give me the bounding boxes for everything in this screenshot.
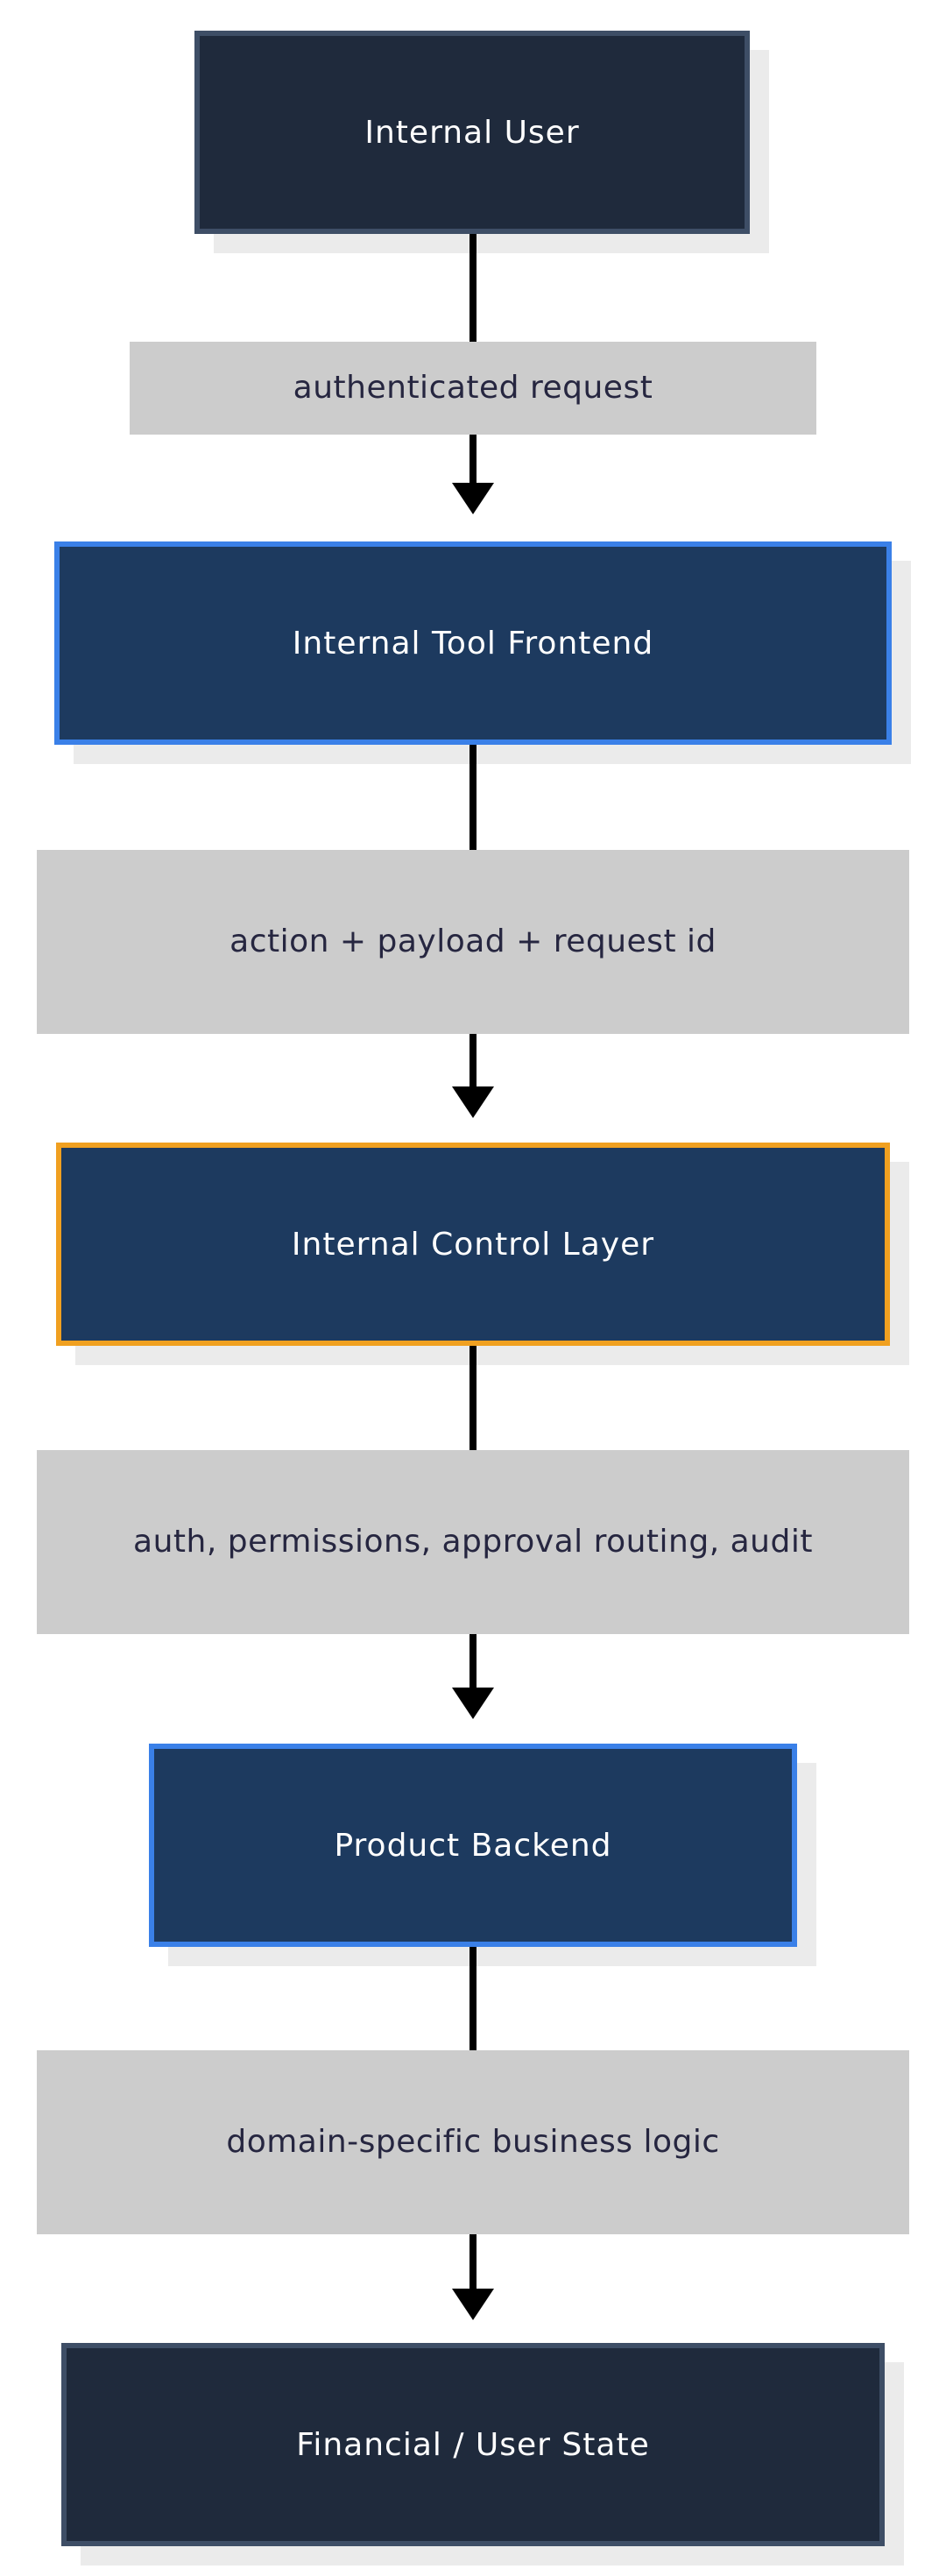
node-label: Internal User — [364, 114, 580, 151]
node-internal-control-layer: Internal Control Layer — [56, 1143, 890, 1346]
edge-label-action-payload: action + payload + request id — [37, 850, 909, 1034]
node-label: Internal Control Layer — [291, 1226, 655, 1263]
arrowhead-icon — [452, 1688, 494, 1719]
node-label: Product Backend — [334, 1827, 612, 1864]
node-internal-user: Internal User — [194, 31, 750, 234]
node-financial-user-state: Financial / User State — [61, 2343, 885, 2546]
arrowhead-icon — [452, 1086, 494, 1118]
node-label: Financial / User State — [296, 2426, 650, 2463]
arrowhead-icon — [452, 483, 494, 514]
node-product-backend: Product Backend — [149, 1744, 797, 1947]
arrowhead-icon — [452, 2289, 494, 2320]
node-internal-tool-frontend: Internal Tool Frontend — [54, 541, 892, 745]
edge-label-domain-logic: domain-specific business logic — [37, 2050, 909, 2234]
edge-label-auth-permissions: auth, permissions, approval routing, aud… — [37, 1450, 909, 1634]
node-label: Internal Tool Frontend — [292, 625, 654, 662]
edge-label-authenticated-request: authenticated request — [130, 342, 816, 435]
